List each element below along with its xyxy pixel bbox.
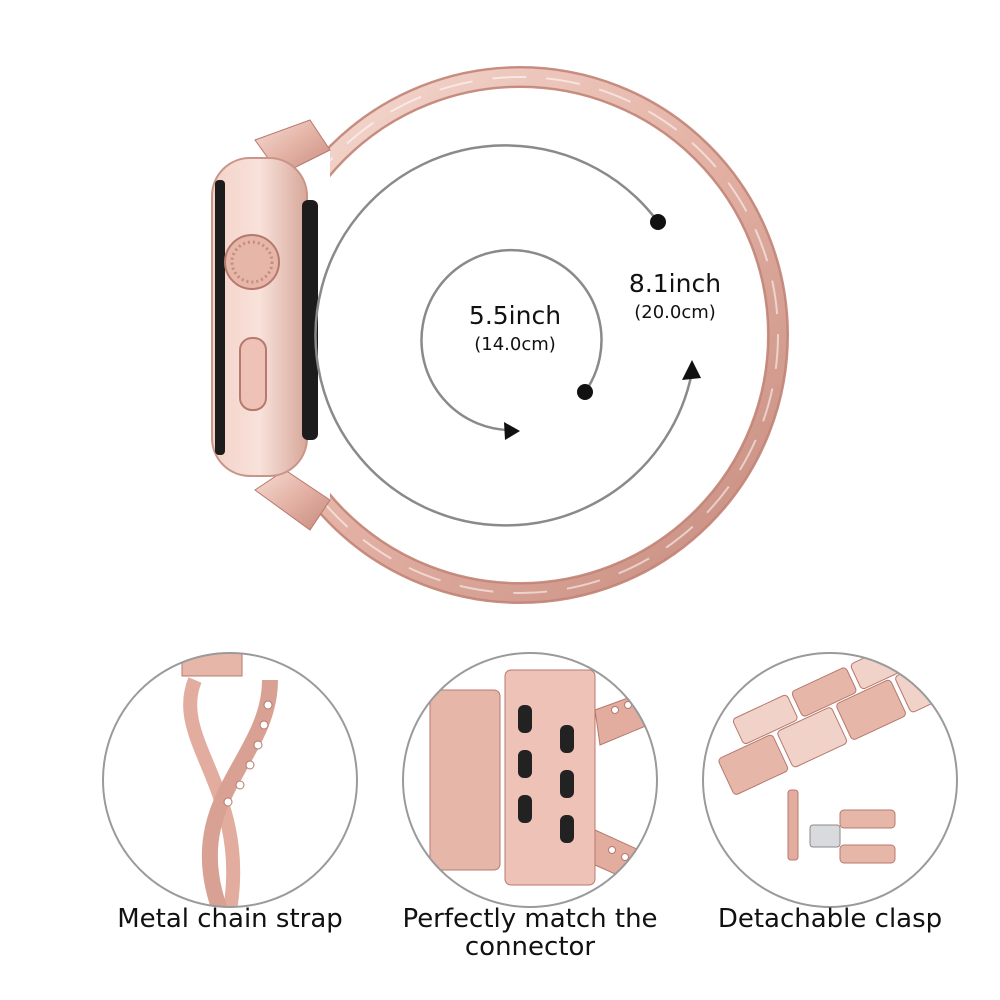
inner-size-cm: (14.0cm) bbox=[474, 334, 556, 355]
feature-caption-clasp: Detachable clasp bbox=[717, 904, 943, 934]
clasp-closeup bbox=[702, 652, 958, 908]
metal-chain-closeup bbox=[102, 652, 358, 908]
inner-arrow-icon bbox=[504, 422, 520, 440]
inner-start-dot-icon bbox=[577, 384, 593, 400]
product-hero: 5.5inch (14.0cm) 8.1inch (20.0cm) bbox=[211, 66, 789, 604]
watch-case bbox=[211, 157, 318, 477]
feature-caption-connector: Perfectly match the connector bbox=[402, 904, 658, 962]
outer-arrow-icon bbox=[682, 360, 701, 380]
watch-band-illustration bbox=[211, 66, 789, 604]
measurement-arcs bbox=[314, 144, 701, 527]
side-button-icon bbox=[239, 337, 267, 411]
bottom-connector bbox=[254, 469, 331, 531]
inner-size-label: 5.5inch (14.0cm) bbox=[445, 300, 585, 358]
connector-closeup bbox=[402, 652, 658, 908]
outer-size-label: 8.1inch (20.0cm) bbox=[600, 268, 750, 326]
feature-caption-metal-chain: Metal chain strap bbox=[117, 904, 343, 934]
inner-size-inch: 5.5inch bbox=[468, 301, 562, 330]
feature-metal-chain bbox=[100, 650, 360, 910]
outer-size-inch: 8.1inch bbox=[628, 269, 722, 298]
outer-size-cm: (20.0cm) bbox=[634, 302, 716, 323]
feature-clasp bbox=[700, 650, 960, 910]
feature-connector bbox=[400, 650, 660, 910]
outer-start-dot-icon bbox=[650, 214, 666, 230]
